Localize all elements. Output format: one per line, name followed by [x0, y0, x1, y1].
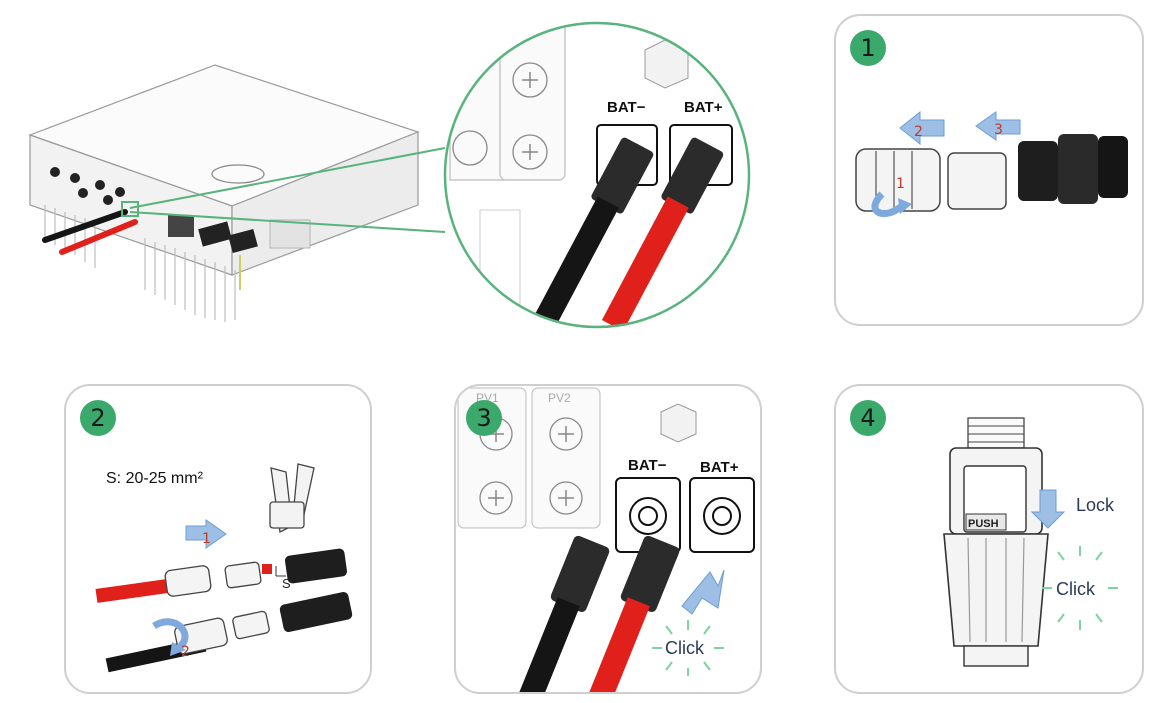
step-1-illustration: 2 3 1 [855, 110, 1128, 218]
step-2-panel: 2 S: 20-25 mm² S 1 2 [64, 384, 372, 694]
step-3-click-label: Click [665, 638, 705, 658]
pv2-label: PV2 [548, 391, 571, 405]
step-4-badge: 4 [850, 400, 886, 436]
push-label: PUSH [968, 518, 999, 530]
step-3-panel: PV1 PV2 [454, 384, 762, 694]
step-2-twist-2-number: 2 [181, 644, 190, 660]
step-1-arrow-3-number: 3 [994, 122, 1003, 138]
step-3-illustration: PV1 PV2 [457, 387, 755, 692]
step-1-arrow-2-number: 2 [914, 124, 923, 140]
crimp-tool-icon [269, 463, 315, 533]
wire-size-spec: S: 20-25 mm² [106, 470, 203, 487]
step-4-panel: 4 PUSH Lock Click [834, 384, 1144, 694]
step-1-badge: 1 [850, 30, 886, 66]
step-1-panel: 1 2 3 1 [834, 14, 1144, 326]
step-3-bat-minus-label: BAT− [628, 457, 667, 474]
step-3-badge: 3 [466, 400, 502, 436]
step-2-arrow-1-number: 1 [202, 531, 211, 547]
step-1-twist-1-number: 1 [896, 176, 905, 192]
zoom-detail [445, 23, 749, 327]
inverter-unit [28, 64, 420, 322]
lock-label: Lock [1076, 495, 1115, 515]
step-4-illustration: PUSH Lock Click [943, 417, 1118, 667]
step-2-badge: 2 [80, 400, 116, 436]
step-3-bat-plus-label: BAT+ [700, 459, 739, 476]
step-2-illustration: S 1 2 [95, 463, 353, 673]
strip-length-label: S [282, 576, 291, 591]
step-4-click-label: Click [1056, 579, 1096, 599]
zoom-bat-plus-label: BAT+ [684, 99, 723, 116]
zoom-bat-minus-label: BAT− [607, 99, 646, 116]
